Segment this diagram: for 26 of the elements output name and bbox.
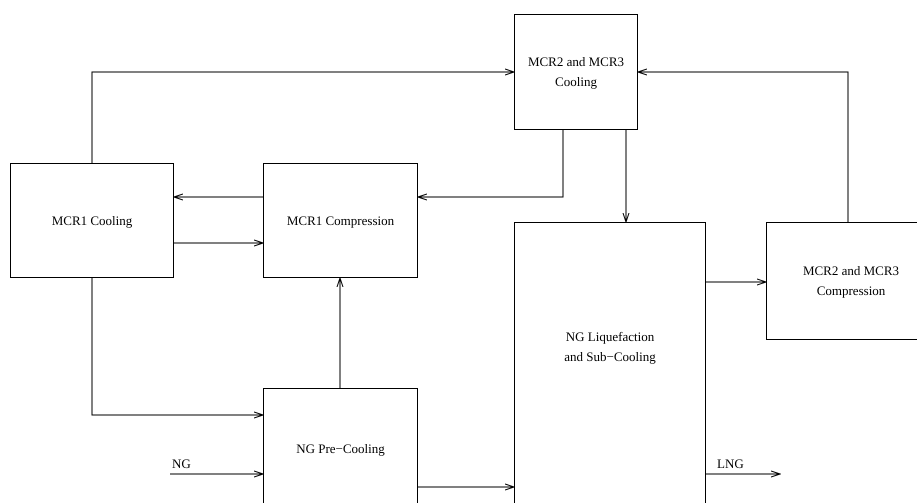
box-label: MCR1 Compression xyxy=(286,212,394,230)
box-label: MCR2 and MCR3 Cooling xyxy=(526,53,626,91)
box-label: MCR1 Cooling xyxy=(52,212,132,230)
process-box xyxy=(263,163,418,278)
arrow xyxy=(174,194,264,200)
edge-label: NG xyxy=(172,457,191,470)
process-box xyxy=(10,163,174,278)
arrow xyxy=(418,484,514,490)
box-label: MCR2 and MCR3 Compression xyxy=(802,262,900,300)
arrow xyxy=(174,240,264,246)
process-box xyxy=(766,222,917,340)
process-box xyxy=(514,222,706,503)
process-box xyxy=(514,14,638,130)
arrow xyxy=(418,130,564,200)
box-label: NG Pre−Cooling xyxy=(296,440,385,458)
arrow xyxy=(170,470,264,478)
arrow xyxy=(336,278,344,388)
box-label: NG Liquefaction and Sub−Cooling xyxy=(563,328,657,366)
arrow xyxy=(92,278,264,418)
arrow xyxy=(638,68,848,222)
arrow xyxy=(622,130,630,222)
arrow xyxy=(92,68,514,164)
process-box xyxy=(263,388,418,503)
edge-label: LNG xyxy=(717,457,744,470)
arrow xyxy=(706,278,766,286)
arrow xyxy=(706,470,780,478)
